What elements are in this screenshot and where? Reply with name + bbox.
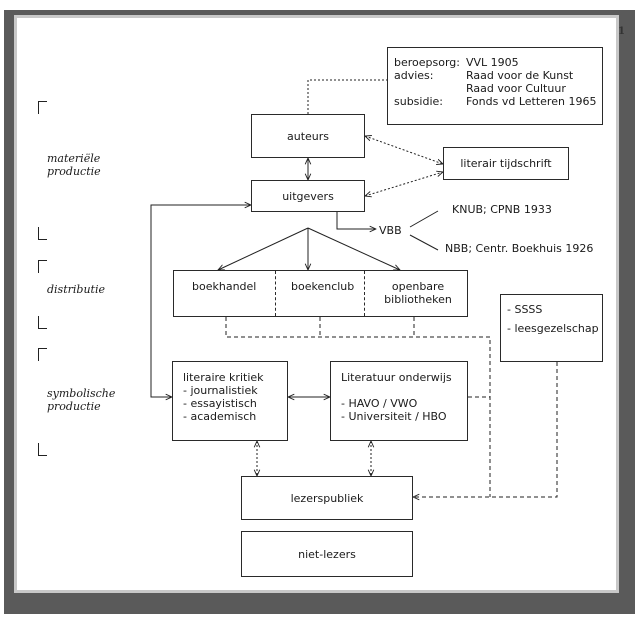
node-auteurs: auteurs (251, 114, 365, 158)
bracket-distributie-bottom (38, 316, 47, 329)
label-distributie-line1: distributie (47, 283, 105, 296)
divider (275, 271, 276, 316)
divider (364, 271, 365, 316)
connector-vbb-knub (409, 210, 439, 228)
info-key: subsidie: (394, 95, 443, 108)
node-openbare-line1: openbare (391, 280, 445, 293)
node-kritiek-line: literaire kritiek (183, 371, 264, 384)
bracket-materiele-bottom (38, 227, 47, 240)
connector-distributie-bus (225, 317, 491, 497)
node-vbb: VBB (379, 224, 402, 237)
bracket-distributie-top (38, 260, 47, 273)
label-symbolische-line2: productie (47, 400, 101, 413)
label-materiele-productie: materiële productie (47, 152, 101, 178)
node-onderwijs-line: - Universiteit / HBO (341, 410, 447, 423)
bracket-symbolische-top (38, 348, 47, 361)
info-value: Raad voor Cultuur (466, 82, 566, 95)
label-symbolische-line1: symbolische (47, 387, 116, 400)
bracket-symbolische-bottom (38, 443, 47, 456)
label-distributie: distributie (47, 283, 105, 296)
node-ssss-line1: - SSSS (507, 303, 543, 316)
node-uitgevers: uitgevers (251, 180, 365, 212)
node-niet-lezers: niet-lezers (241, 531, 413, 577)
info-value: VVL 1905 (466, 56, 519, 69)
node-kritiek-line: - journalistiek (183, 384, 258, 397)
node-literair-tijdschrift: literair tijdschrift (443, 147, 569, 180)
connector-info-auteurs (307, 79, 387, 114)
label-materiele-line2: productie (47, 165, 101, 178)
info-key: beroepsorg: (394, 56, 460, 69)
label-materiele-line1: materiële (47, 152, 101, 165)
info-value: Fonds vd Letteren 1965 (466, 95, 597, 108)
node-onderwijs-line: - HAVO / VWO (341, 397, 418, 410)
node-openbare-line2: bibliotheken (384, 293, 452, 306)
node-onderwijs-line: Literatuur onderwijs (341, 371, 452, 384)
node-lezerspubliek-label: lezerspubliek (290, 491, 364, 505)
info-row: Raad voor Cultuur (394, 82, 596, 95)
node-boekhandel: boekhandel (192, 280, 257, 293)
node-knub: KNUB; CPNB 1933 (452, 203, 552, 216)
connector-uitgevers-boekhandel (218, 227, 309, 270)
node-kritiek-line: - essayistisch (183, 397, 257, 410)
node-literaire-kritiek: literaire kritiek - journalistiek - essa… (172, 361, 288, 441)
info-row: subsidie: Fonds vd Letteren 1965 (394, 95, 596, 108)
node-openbare-bibliotheken: openbare bibliotheken (370, 280, 466, 306)
connector-auteurs-tijdschrift (365, 136, 443, 164)
connector-uitgevers-bibliotheken (307, 227, 400, 270)
node-literair-tijdschrift-label: literair tijdschrift (460, 157, 552, 170)
page-number: 1 (618, 26, 625, 37)
node-nbb: NBB; Centr. Boekhuis 1926 (445, 242, 594, 255)
node-ssss-line2: - leesgezelschap (507, 322, 599, 335)
node-lezerspubliek: lezerspubliek (241, 476, 413, 520)
node-uitgevers-label: uitgevers (282, 189, 334, 203)
label-symbolische-productie: symbolische productie (47, 387, 115, 413)
info-key: advies: (394, 69, 434, 82)
node-ssss: - SSSS - leesgezelschap (500, 294, 603, 362)
info-row: beroepsorg: VVL 1905 (394, 56, 596, 69)
connector-uitgevers-vbb (336, 212, 376, 229)
node-auteurs-label: auteurs (286, 129, 330, 143)
node-distributie-group: boekhandel boekenclub openbare bibliothe… (173, 270, 468, 317)
connector-ssss-lezerspubliek (413, 362, 558, 497)
node-boekenclub: boekenclub (291, 280, 355, 293)
connector-uitgevers-tijdschrift (365, 172, 443, 196)
info-box: beroepsorg: VVL 1905 advies: Raad voor d… (387, 47, 603, 125)
info-value: Raad voor de Kunst (466, 69, 574, 82)
node-kritiek-line: - academisch (183, 410, 257, 423)
info-row: advies: Raad voor de Kunst (394, 69, 596, 82)
node-literatuur-onderwijs: Literatuur onderwijs - HAVO / VWO - Univ… (330, 361, 468, 441)
connector-vbb-nbb (409, 234, 439, 251)
bracket-materiele-top (38, 101, 47, 114)
node-niet-lezers-label: niet-lezers (298, 547, 356, 561)
node-onderwijs-line (341, 384, 457, 397)
connector-kritiek-uitgevers (150, 205, 251, 397)
